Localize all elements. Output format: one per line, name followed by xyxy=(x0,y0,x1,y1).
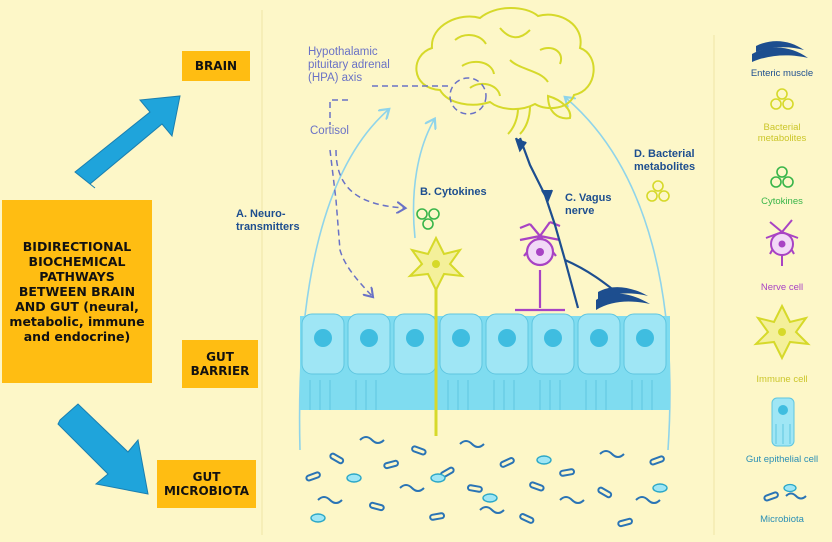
legend-label-nerve-cell: Nerve cell xyxy=(760,282,804,293)
main-pathways-box: BIDIRECTIONAL BIOCHEMICAL PATHWAYS BETWE… xyxy=(2,200,152,383)
pathway-b-label: B. Cytokines xyxy=(420,186,487,198)
bacterial-metabolites-icon xyxy=(770,88,794,110)
cortisol-label: Cortisol xyxy=(310,125,349,137)
arc-cytokines xyxy=(412,120,434,239)
arc-neurotransmitters xyxy=(298,110,388,451)
nerve-cell xyxy=(515,220,565,312)
cytokines-cluster xyxy=(416,208,440,230)
legend-label-epithelial-cell: Gut epithelial cell xyxy=(745,454,819,465)
immune-cell xyxy=(407,235,465,436)
enteric-muscle xyxy=(596,287,650,310)
pathway-a-label: A. Neuro-transmitters xyxy=(236,208,300,233)
microbiota-icon xyxy=(763,483,807,502)
microbiota-spiky xyxy=(310,455,668,523)
bacterial-metabolites-cluster xyxy=(646,180,670,202)
legend-label-cytokines: Cytokines xyxy=(761,196,803,207)
pathway-d-label: D. Bacterial metabolites xyxy=(634,148,696,173)
legend-label-immune-cell: Immune cell xyxy=(756,374,808,385)
pathway-c-label: C. Vagus nerve xyxy=(565,192,612,217)
legend-label-enteric-muscle: Enteric muscle xyxy=(750,68,814,79)
enteric-muscle-icon xyxy=(752,41,808,62)
gut-epithelium xyxy=(300,313,670,410)
microbiota xyxy=(305,436,665,528)
cytokines-icon xyxy=(770,166,794,188)
hpa-axis-label: Hypothalamic pituitary adrenal (HPA) axi… xyxy=(308,46,390,85)
vagus-nerve xyxy=(514,137,627,309)
immune-cell-icon xyxy=(753,303,811,361)
nerve-cell-icon xyxy=(765,219,799,266)
brain-icon xyxy=(415,7,595,135)
hpa-pathway xyxy=(329,77,487,296)
arrow-down-to-microbiota xyxy=(57,403,149,495)
gut-microbiota-label: GUT MICROBIOTA xyxy=(157,460,256,508)
brain-label: BRAIN xyxy=(182,51,250,81)
gut-barrier-label: GUT BARRIER xyxy=(182,340,258,388)
epithelial-cell-icon xyxy=(771,397,795,447)
arrow-up-to-brain xyxy=(74,95,181,189)
legend-label-bacterial-metabolites: Bacterial metabolites xyxy=(757,122,807,144)
legend-label-microbiota: Microbiota xyxy=(760,514,804,525)
legend-icons xyxy=(752,41,811,502)
